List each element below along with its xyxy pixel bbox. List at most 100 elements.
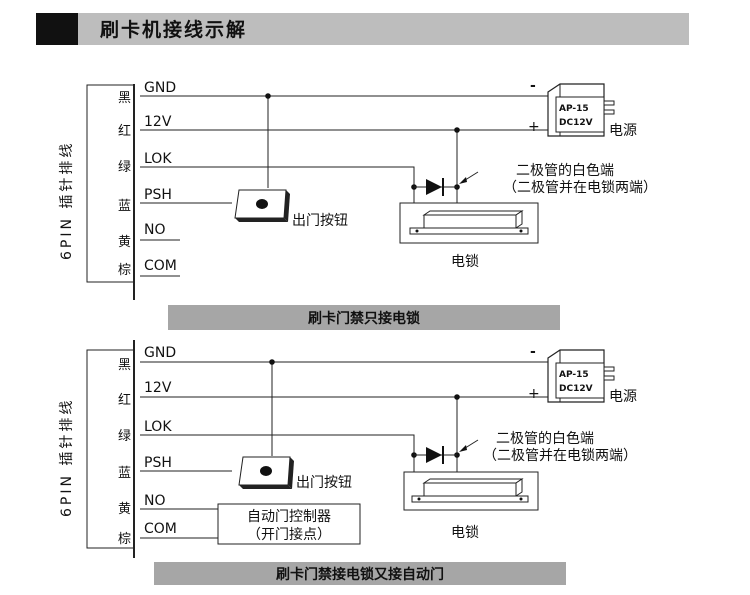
caption-bar: [168, 305, 560, 330]
connector-side-label: 6PIN 插针排线: [59, 141, 75, 260]
junction-dot: [454, 127, 460, 133]
lock-screw: [519, 497, 523, 501]
power-label: 电源: [609, 123, 637, 139]
connector-1: 6PIN 插针排线 黑 红 绿 蓝 黄 棕 GND 12V LOK PSH NO…: [59, 80, 177, 300]
power-plus-label: +: [528, 386, 540, 402]
junction-dot: [454, 394, 460, 400]
pin-color-gnd: 黑: [118, 91, 131, 106]
pin-label-psh: PSH: [144, 455, 172, 471]
exit-button-shadow: [288, 457, 294, 489]
pin-label-no: NO: [144, 222, 166, 238]
connector-bracket: [86, 349, 134, 549]
pin-label-psh: PSH: [144, 187, 172, 203]
power-model-line2: DC12V: [559, 118, 593, 128]
power-supply-1: - + AP-15 DC12V 电源: [528, 78, 637, 139]
lock-body-top: [422, 210, 524, 216]
diode-pointer-head: [459, 177, 467, 184]
power-label: 电源: [609, 389, 637, 405]
lock-plate: [411, 495, 529, 503]
auto-door-line1: 自动门控制器: [247, 509, 331, 525]
lock-plate: [409, 227, 529, 235]
pin-label-gnd: GND: [144, 345, 176, 361]
junction-dot: [269, 359, 275, 365]
diagram-caption: 刷卡门禁只接电锁: [308, 310, 420, 327]
diode-pointer-head: [459, 445, 467, 452]
power-supply-2: - + AP-15 DC12V 电源: [528, 344, 637, 405]
diagram-caption: 刷卡门禁接电锁又接自动门: [276, 566, 444, 583]
diode-note-line1: 二极管的白色端: [516, 162, 614, 179]
diode-note-line2: （二极管并在电锁两端）: [503, 180, 657, 196]
exit-button-label: 出门按钮: [292, 213, 348, 229]
exit-button-shadow: [239, 485, 292, 489]
lock-body-front: [423, 214, 517, 229]
lock-body-side: [515, 210, 523, 229]
wire-lok: [140, 434, 415, 472]
lock-body-top: [422, 478, 524, 484]
pin-color-lok: 绿: [118, 160, 131, 175]
auto-door-box: [217, 503, 361, 545]
pin-label-no: NO: [144, 493, 166, 509]
header-block: [36, 13, 78, 45]
pin-color-12v: 红: [118, 392, 131, 408]
pin-label-lok: LOK: [144, 151, 172, 167]
power-plug-prong: [603, 100, 615, 106]
diode-triangle: [426, 447, 442, 463]
connector-2: 6PIN 插针排线 黑 红 绿 蓝 黄 棕 GND 12V LOK PSH NO…: [59, 340, 177, 558]
power-model-line1: AP-15: [559, 104, 589, 114]
exit-button-shadow: [235, 218, 288, 222]
connector-side-label: 6PIN 插针排线: [59, 398, 75, 517]
diode-triangle: [426, 179, 442, 195]
pin-color-lok: 绿: [118, 429, 131, 444]
power-minus-label: -: [530, 78, 536, 94]
exit-button-1: 出门按钮: [234, 189, 348, 229]
pin-label-com: COM: [144, 258, 177, 274]
pin-color-gnd: 黑: [118, 358, 131, 373]
power-model-line2: DC12V: [559, 384, 593, 394]
exit-button-shadow: [284, 190, 290, 222]
page-title: 刷卡机接线示解: [100, 18, 247, 41]
caption-bar: [154, 562, 566, 585]
pin-color-psh: 蓝: [118, 466, 131, 481]
junction-dot: [265, 93, 271, 99]
pin-color-com: 棕: [118, 532, 131, 547]
power-plus-label: +: [528, 119, 540, 135]
wire-lok: [140, 166, 415, 203]
diode-note-line1: 二极管的白色端: [496, 430, 594, 447]
page-header: 刷卡机接线示解: [36, 13, 689, 45]
pin-color-no: 黄: [118, 502, 131, 517]
lock-screw: [519, 229, 523, 233]
diode-note-line2: （二极管并在电锁两端）: [483, 448, 637, 464]
lock-label: 电锁: [451, 254, 479, 270]
exit-button-2: 出门按钮: [238, 456, 352, 491]
power-model-line1: AP-15: [559, 370, 589, 380]
electric-lock-1: 电锁: [399, 202, 539, 270]
lock-body-side: [515, 478, 523, 497]
lock-screw: [417, 497, 421, 501]
wires-1: [140, 93, 548, 277]
pin-label-gnd: GND: [144, 80, 176, 96]
pin-color-psh: 蓝: [118, 199, 131, 214]
pin-label-lok: LOK: [144, 419, 172, 435]
power-adapter-label-panel: [555, 96, 605, 133]
wires-2: [140, 359, 548, 539]
diode-1: 二极管的白色端 （二极管并在电锁两端）: [414, 162, 657, 196]
exit-button-icon: [260, 466, 272, 476]
auto-door-controller: 自动门控制器 （开门接点）: [217, 503, 361, 545]
auto-door-line2: （开门接点）: [247, 526, 331, 543]
diagram-2: 6PIN 插针排线 黑 红 绿 蓝 黄 棕 GND 12V LOK PSH NO…: [59, 340, 637, 585]
lock-label: 电锁: [451, 525, 479, 541]
power-minus-label: -: [530, 344, 536, 360]
pin-label-com: COM: [144, 521, 177, 537]
diode-2: 二极管的白色端 （二极管并在电锁两端）: [414, 430, 637, 464]
pin-color-12v: 红: [118, 123, 131, 139]
pin-color-no: 黄: [118, 235, 131, 250]
pin-color-com: 棕: [118, 263, 131, 278]
exit-button-icon: [256, 199, 268, 209]
pin-label-12v: 12V: [144, 114, 172, 130]
connector-bracket: [86, 84, 134, 283]
header-bar: [36, 13, 689, 45]
power-plug-prong: [603, 109, 615, 115]
pin-label-12v: 12V: [144, 380, 172, 396]
